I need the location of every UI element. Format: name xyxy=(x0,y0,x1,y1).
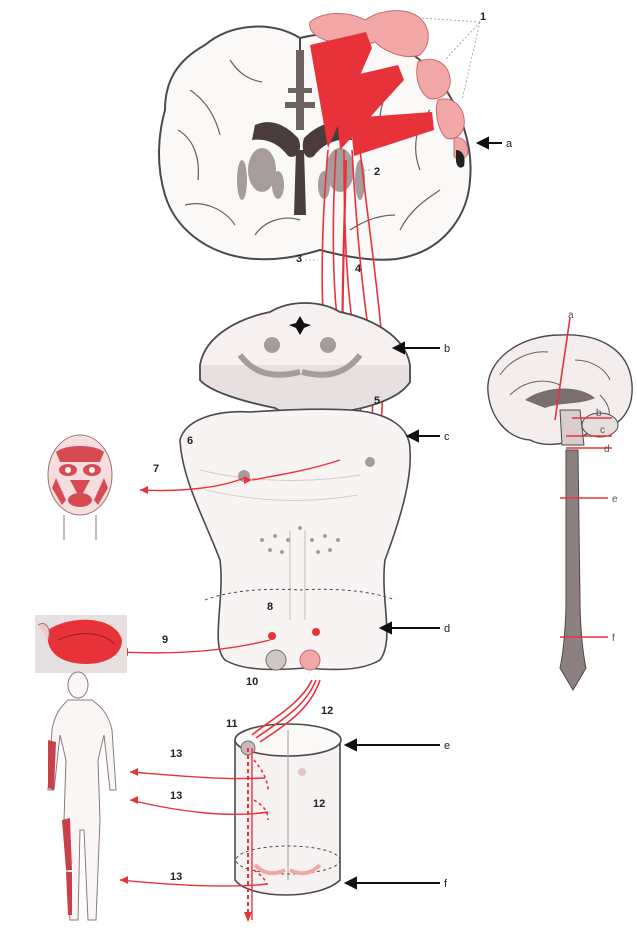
arrow-left-icon xyxy=(381,623,440,633)
label-3: 3 xyxy=(296,253,302,265)
label-7: 7 xyxy=(153,463,159,475)
inset-f-label: f xyxy=(612,633,615,644)
level-c-label: c xyxy=(444,431,450,443)
label-9: 9 xyxy=(162,634,168,646)
label-13a: 13 xyxy=(170,748,182,760)
arrow-left-icon xyxy=(394,343,440,353)
level-d-label: d xyxy=(444,623,450,635)
level-e-label: e xyxy=(444,740,450,752)
brain-coronal-section xyxy=(159,11,471,260)
inset-d-label: d xyxy=(604,444,610,455)
arrow-left-icon xyxy=(408,431,440,441)
body-figure-icon xyxy=(48,672,116,920)
label-1: 1 xyxy=(480,11,486,23)
inset-e-label: e xyxy=(612,494,618,505)
label-5: 5 xyxy=(374,395,380,407)
inset-c-label: c xyxy=(600,425,605,436)
tongue-icon xyxy=(35,615,127,673)
level-labels: a b c d e f xyxy=(444,138,513,890)
label-13c: 13 xyxy=(170,871,182,883)
inset-b-label: b xyxy=(596,408,602,419)
label-2: 2 xyxy=(374,166,380,178)
inset-a-label: a xyxy=(568,310,574,321)
label-12b: 12 xyxy=(313,798,325,810)
label-13b: 13 xyxy=(170,790,182,802)
label-4: 4 xyxy=(355,263,362,275)
sagittal-cord-inset xyxy=(560,450,586,690)
level-a-label: a xyxy=(506,138,513,150)
label-11: 11 xyxy=(226,718,238,730)
arrow-left-icon xyxy=(346,878,440,888)
medulla-section xyxy=(180,409,410,670)
arrow-left-icon xyxy=(346,740,440,750)
level-f-label: f xyxy=(444,878,448,890)
label-8: 8 xyxy=(267,601,273,613)
label-6: 6 xyxy=(187,435,193,447)
label-12a: 12 xyxy=(321,705,333,717)
arrow-left-icon xyxy=(478,138,502,148)
label-10: 10 xyxy=(246,676,258,688)
tract-end-arrow-icon xyxy=(244,912,252,922)
face-muscles-icon xyxy=(48,435,112,540)
level-b-label: b xyxy=(444,343,450,355)
